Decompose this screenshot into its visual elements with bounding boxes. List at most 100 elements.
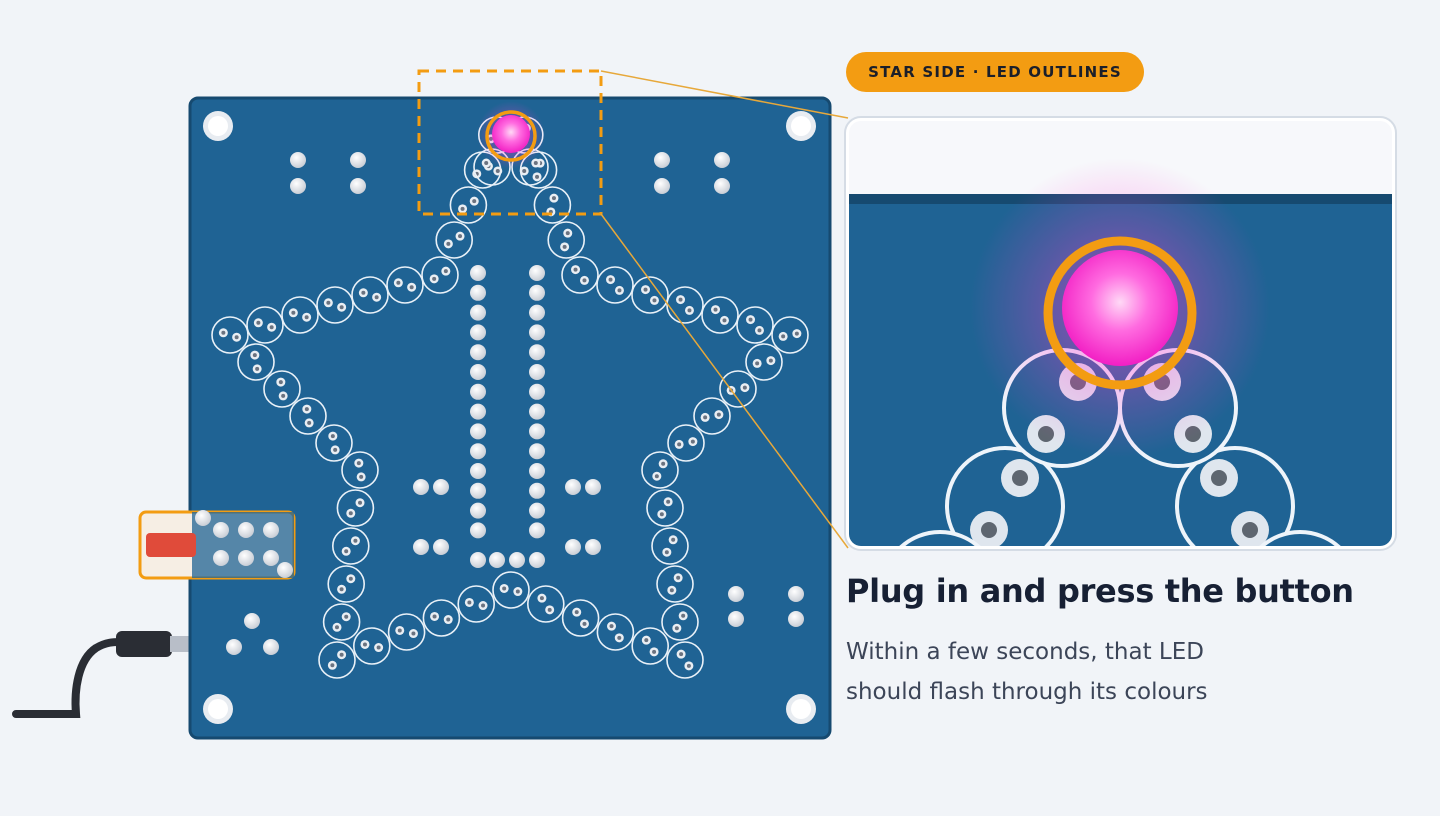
- solder-pin: [529, 403, 545, 420]
- solder-pin: [529, 383, 545, 400]
- led-outline-ring: [246, 306, 284, 344]
- led-pad-hole: [539, 596, 544, 601]
- led-pad-hole: [281, 393, 286, 398]
- solder-pin: [213, 550, 229, 566]
- solder-pin: [509, 552, 525, 568]
- led-pad-hole: [502, 586, 507, 591]
- solder-pin: [489, 552, 505, 568]
- solder-pin: [529, 364, 545, 380]
- led-outline-ring: [457, 585, 496, 623]
- mounting-hole-inner: [208, 116, 228, 136]
- solder-pin: [654, 152, 670, 168]
- led-pad-hole: [652, 298, 657, 303]
- led-outline-ring: [322, 603, 361, 641]
- led-pad-hole: [481, 603, 486, 608]
- led-outline-ring: [736, 306, 774, 344]
- led-outline-ring: [666, 286, 704, 324]
- led-pad-hole: [794, 331, 799, 336]
- solder-pin: [244, 613, 260, 629]
- caption-body: Within a few seconds, that LED should fl…: [846, 632, 1266, 712]
- led-outline-ring: [318, 641, 356, 679]
- solder-pin: [195, 510, 211, 526]
- led-outline-ring: [421, 256, 459, 294]
- led-pad-hole: [690, 439, 695, 444]
- solder-pin: [470, 502, 486, 519]
- solder-pin: [788, 611, 804, 627]
- led-outline-ring: [651, 527, 689, 565]
- led-pad-hole: [333, 447, 338, 452]
- led-outline-ring: [526, 585, 565, 623]
- solder-pin: [585, 479, 601, 495]
- led-pad-hole: [669, 588, 674, 593]
- led-outline-ring: [387, 613, 426, 651]
- solder-pin: [529, 502, 545, 519]
- solder-pin: [213, 522, 229, 538]
- zoom-panel: [844, 116, 1397, 551]
- led-pad-hole: [609, 624, 614, 629]
- solder-pin: [788, 586, 804, 602]
- led-pad-hole: [515, 589, 520, 594]
- solder-pin: [654, 178, 670, 194]
- led-pad-hole: [703, 415, 708, 420]
- led-pad-hole: [608, 277, 613, 282]
- circuit-board: [188, 96, 832, 740]
- led-pad-hole: [565, 231, 570, 236]
- led-pad-hole: [348, 511, 353, 516]
- led-outline-ring: [596, 613, 635, 651]
- led-pad-hole: [617, 635, 622, 640]
- led-outline-ring: [327, 565, 366, 603]
- solder-pin: [529, 522, 545, 539]
- led-pad-hole: [522, 168, 527, 173]
- solder-pin: [565, 479, 581, 495]
- led-pad-hole: [535, 174, 540, 179]
- led-pad-hole: [681, 613, 686, 618]
- solder-pin: [470, 364, 486, 380]
- led-pad-hole: [713, 307, 718, 312]
- led-outline-ring: [693, 397, 731, 435]
- led-outline-ring: [263, 370, 301, 408]
- led-pad-hole: [484, 161, 489, 166]
- led-pad-hole: [573, 267, 578, 272]
- led-outline-ring: [351, 276, 389, 314]
- led-pad-hole: [716, 412, 721, 417]
- solder-pin: [290, 152, 306, 168]
- solder-pin: [433, 479, 449, 495]
- solder-pin: [413, 539, 429, 555]
- led-outline-ring: [533, 186, 572, 224]
- led-icon: [492, 115, 530, 153]
- led-outline-ring: [492, 571, 530, 609]
- solder-pin: [263, 639, 279, 655]
- zoom-led-ring: [880, 530, 1000, 546]
- led-pad-hole: [374, 295, 379, 300]
- led-pad-hole: [643, 287, 648, 292]
- solder-pin: [585, 539, 601, 555]
- solder-pin: [238, 522, 254, 538]
- led-outline-ring: [646, 489, 684, 527]
- led-outline-ring: [667, 424, 705, 462]
- led-pad-hole: [674, 626, 679, 631]
- led-pad-hole: [659, 512, 664, 517]
- led-pad-hole: [252, 353, 257, 358]
- led-icon: [1062, 250, 1178, 366]
- solder-pin: [529, 423, 545, 440]
- led-highlight-ring: [485, 110, 537, 162]
- solder-pin: [728, 611, 744, 627]
- led-pad-hole: [304, 315, 309, 320]
- switch-pins: [195, 510, 293, 578]
- led-pad-hole: [742, 385, 747, 390]
- solder-pin: [529, 324, 545, 341]
- solder-pin: [470, 344, 486, 361]
- led-outline-ring: [352, 627, 391, 665]
- led-outline-ring: [745, 343, 783, 381]
- led-outline-ring-group: [211, 116, 809, 679]
- led-highlight-ring: [1043, 236, 1197, 390]
- mounting-hole-inner: [791, 116, 811, 136]
- led-pad-hole: [533, 161, 538, 166]
- led-pad-hole: [676, 575, 681, 580]
- led-pad-hole: [446, 617, 451, 622]
- led-pad-hole: [722, 318, 727, 323]
- led-pad-hole: [644, 638, 649, 643]
- solder-pin: [238, 550, 254, 566]
- led-pad-hole: [330, 663, 335, 668]
